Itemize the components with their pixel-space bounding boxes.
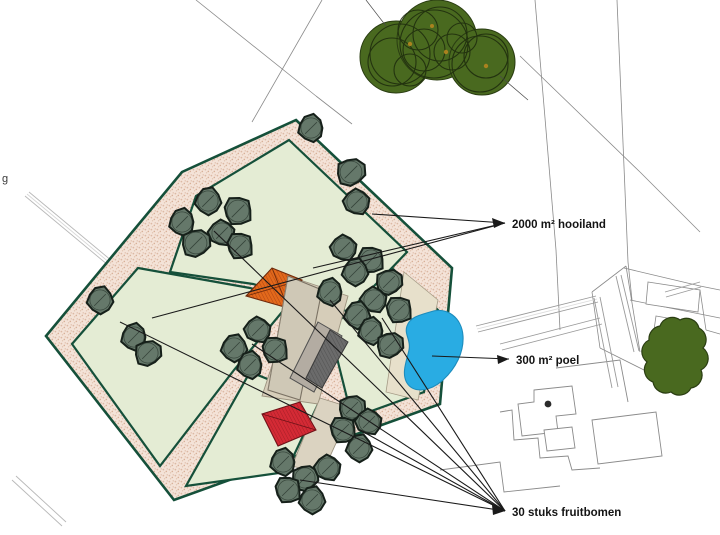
poel-pond [403,310,464,391]
fruit-tree [242,315,272,344]
fruit-tree [168,206,195,238]
building-red-shed [261,401,317,447]
existing-tree-east [641,316,709,396]
fruit-trees [85,112,412,516]
fruit-tree [316,276,343,308]
building-barn-grey [289,321,349,393]
fruit-tree [297,485,327,516]
label-fruitbomen: 30 stuks fruitbomen [512,507,621,519]
fruit-tree [236,349,263,381]
fruit-tree [344,433,374,464]
fruit-tree [274,476,301,504]
leader-lines [119,213,510,515]
fruit-tree [219,333,249,364]
fruit-tree [297,112,324,144]
annotation-labels: 2000 m² hooiland 300 m² poel 30 stuks fr… [2,173,621,519]
fruit-tree [328,233,358,262]
fruit-tree [85,285,115,316]
fruit-tree [206,218,236,247]
edge-text-fragment: g [2,173,8,185]
fruit-tree [269,446,296,478]
fruit-tree [312,453,342,482]
existing-trees-north [359,0,529,101]
context-well-icon [544,400,552,408]
fruit-tree [357,315,384,347]
fruit-tree [385,296,412,324]
fruit-tree [376,332,405,359]
fruit-tree [226,232,253,260]
fruit-tree [336,158,367,187]
fruit-tree [358,285,388,314]
fruit-tree [134,340,163,367]
fruit-tree [353,407,383,436]
context-lines [195,0,720,373]
fruit-tree [181,229,212,258]
fruit-tree [329,416,356,444]
ditch-lines [11,191,702,527]
label-hooiland: 2000 m² hooiland [512,219,606,231]
context-buildings-bottom [439,359,663,493]
fruit-tree [223,196,252,226]
fruit-tree [261,336,288,364]
fruit-tree [341,187,371,216]
fruit-tree [375,269,404,296]
fruit-tree [193,186,223,217]
meadow-west [70,266,294,468]
label-poel: 300 m² poel [516,355,579,367]
